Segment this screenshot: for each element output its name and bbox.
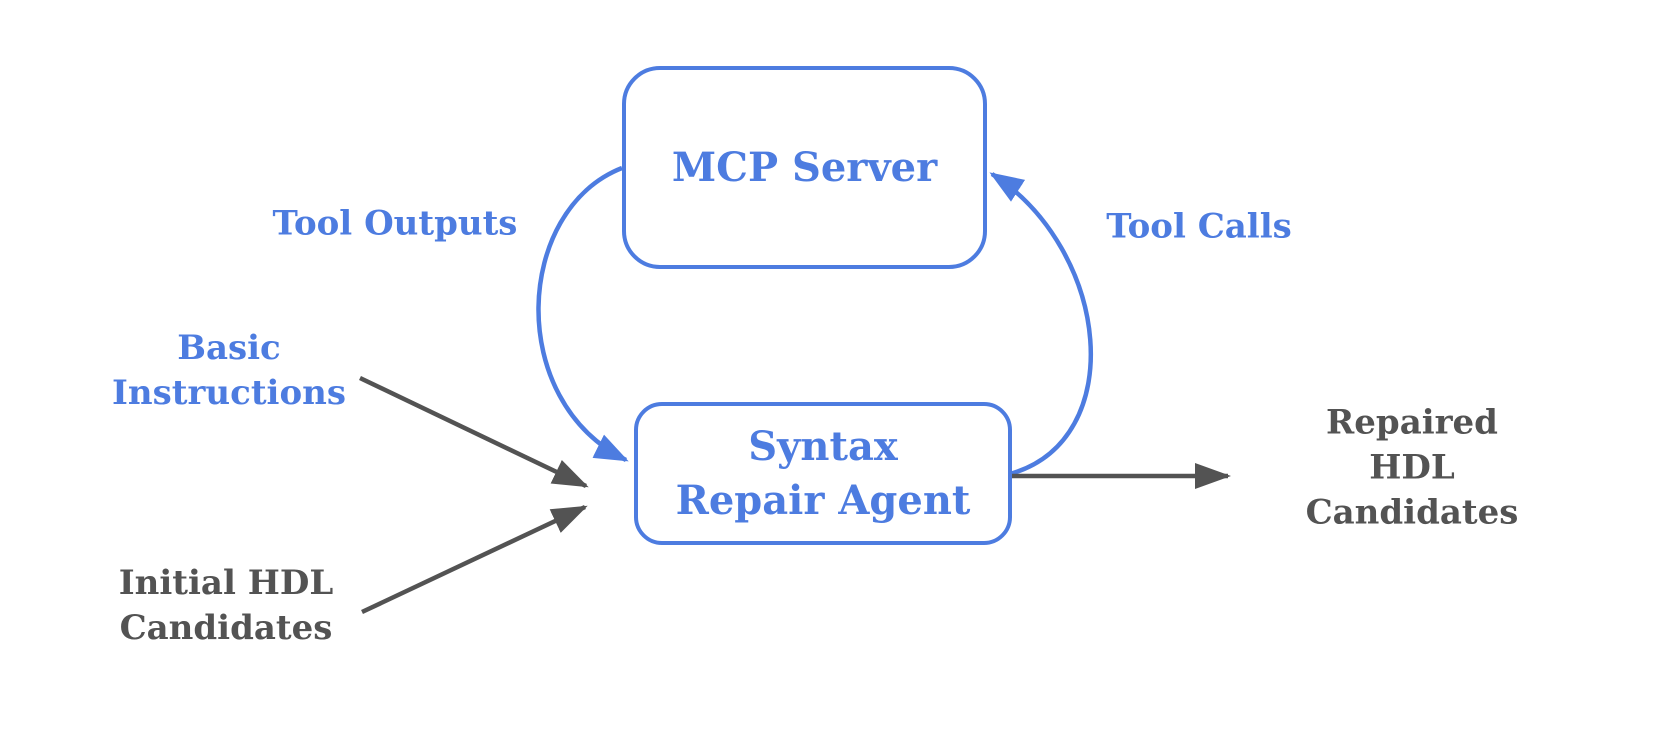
basic-instructions-label: Basic Instructions	[112, 328, 346, 413]
syntax-repair-agent-node: Syntax Repair Agent	[634, 402, 1012, 545]
mcp-server-node-label: MCP Server	[671, 143, 938, 191]
tool-calls-label: Tool Calls	[1106, 206, 1292, 247]
tool-outputs-arrow	[536, 165, 629, 463]
syntax-repair-agent-node-label: Syntax Repair Agent	[675, 422, 971, 524]
tool-outputs-label: Tool Outputs	[272, 203, 518, 244]
initial-hdl-candidates-arrow	[361, 504, 588, 615]
mcp-server-node: MCP Server	[622, 66, 987, 269]
repaired-hdl-candidates-label: Repaired HDL Candidates	[1305, 402, 1519, 533]
tool-calls-arrow	[989, 172, 1094, 477]
basic-instructions-arrow	[359, 375, 589, 489]
initial-hdl-candidates-label: Initial HDL Candidates	[118, 563, 334, 648]
